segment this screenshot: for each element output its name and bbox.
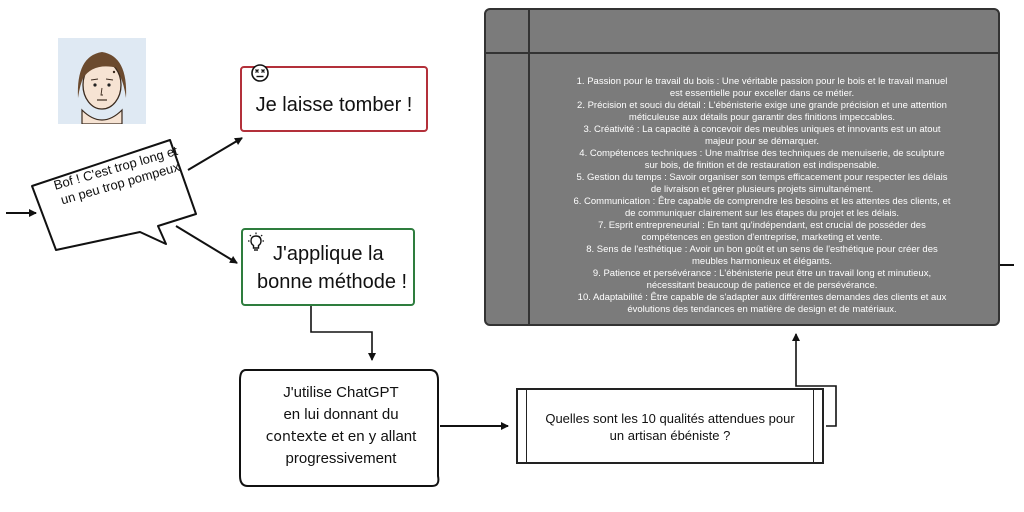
prompt-text: Quelles sont les 10 qualités attendues p… [534, 410, 806, 444]
answer-line: nécessitant beaucoup de patience et de p… [646, 280, 878, 291]
prompt-box: Quelles sont les 10 qualités attendues p… [516, 388, 824, 464]
answer-line: 9. Patience et persévérance : L'ébéniste… [592, 268, 932, 279]
answer-line: de livraison et gérer plusieurs projets … [650, 184, 874, 195]
arrow-to-chatgpt [310, 306, 376, 361]
answer-line: de communiquer clairement sur les étapes… [624, 208, 900, 219]
qualities-list: 1. Passion pour le travail du bois : Une… [534, 76, 990, 316]
give-up-box: Je laisse tomber ! [240, 66, 428, 132]
prompt-box-left-bar [526, 390, 527, 462]
answer-line: majeur pour se démarquer. [704, 136, 820, 147]
answer-line: 4. Compétences techniques : Une maîtrise… [579, 148, 945, 159]
chatgpt-line-2: en lui donnant du [283, 406, 399, 423]
answer-line: évolutions des tendances en matière de d… [627, 304, 897, 315]
chatgpt-line-1: J'utilise ChatGPT [283, 384, 399, 401]
answer-line: méticuleuse aux détails pour garantir de… [628, 112, 896, 123]
answer-line: meubles harmonieux et élégants. [692, 256, 832, 267]
answer-line: 2. Précision et souci du détail : L'ébén… [577, 100, 947, 111]
answer-line: compétences en gestion d'entreprise, mar… [641, 232, 883, 243]
chatgpt-line-3-rest: et en y allant [327, 428, 417, 445]
dizzy-face-icon [251, 64, 269, 82]
prompt-line-2: un artisan ébéniste ? [609, 428, 731, 443]
prompt-line-1: Quelles sont les 10 qualités attendues p… [545, 411, 795, 426]
answer-line: est essentielle pour exceller dans ce mé… [669, 88, 855, 99]
method-line-1: J'applique la [273, 243, 384, 265]
prompt-box-right-bar [813, 390, 814, 462]
woman-face-icon [58, 38, 146, 125]
chatgpt-step-text: J'utilise ChatGPT en lui donnant du cont… [248, 382, 434, 470]
method-line-2: bonne méthode ! [257, 271, 408, 293]
context-word: contexte [265, 429, 328, 445]
give-up-text: Je laisse tomber ! [255, 94, 413, 116]
panel-side-divider [528, 10, 530, 324]
answer-line: 3. Créativité : La capacité à concevoir … [583, 124, 941, 135]
answer-panel: 1. Passion pour le travail du bois : Une… [484, 8, 1000, 326]
answer-line: sur bois, de finition et de restauration… [644, 160, 880, 171]
panel-header-divider [486, 52, 998, 54]
speech-bubble-text: Bof ! C'est trop long et un peu trop pom… [37, 139, 200, 214]
woman-avatar [58, 38, 146, 125]
arrow-to-method [175, 225, 238, 264]
chatgpt-line-3: contexte et en y allant [248, 426, 434, 448]
answer-line: 5. Gestion du temps : Savoir organiser s… [576, 172, 948, 183]
answer-line: 8. Sens de l'esthétique : Avoir un bon g… [586, 244, 938, 255]
chatgpt-line-4: progressivement [285, 450, 397, 467]
method-box: J'applique la bonne méthode ! [241, 228, 415, 306]
answer-line: 1. Passion pour le travail du bois : Une… [576, 76, 948, 87]
answer-line: 6. Communication : Être capable de compr… [573, 196, 951, 207]
answer-line: 7. Esprit entrepreneurial : En tant qu'i… [598, 220, 926, 231]
answer-line: 10. Adaptabilité : Être capable de s'ada… [577, 292, 947, 303]
lightbulb-icon [246, 232, 266, 252]
